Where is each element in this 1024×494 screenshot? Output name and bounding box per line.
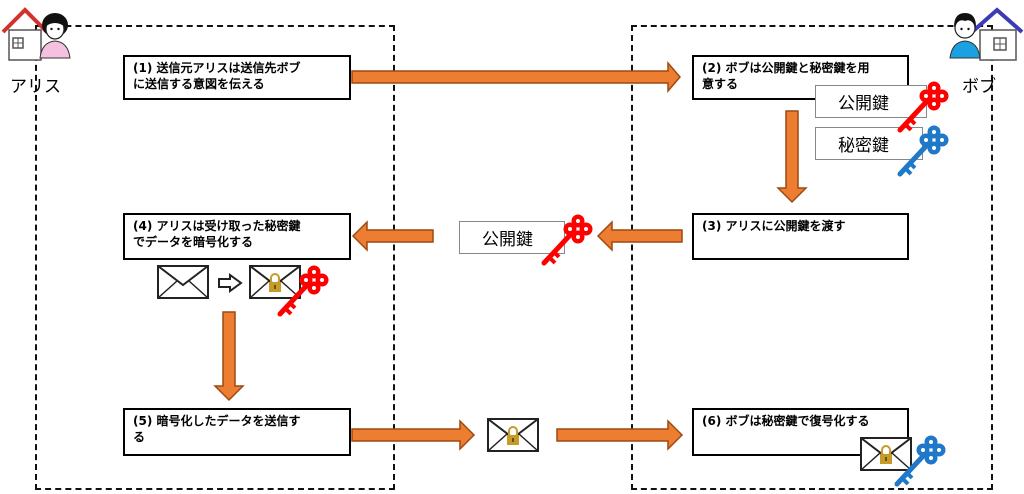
step-4-box: (4) アリスは受け取った秘密鍵 でデータを暗号化する (123, 213, 351, 260)
plain-envelope-icon (157, 265, 209, 299)
arrow-step4-to-step5 (213, 311, 245, 402)
alice-label: アリス (10, 77, 61, 97)
bob-region (631, 25, 993, 490)
alice-region (35, 25, 395, 490)
hollow-right-arrow-icon (218, 273, 243, 293)
public-key-icon-transfer (540, 211, 592, 267)
arrow-key-to-step4 (351, 220, 434, 252)
secret-key-label-bob: 秘密鍵 (815, 127, 923, 160)
locked-envelope-icon-transfer (487, 418, 539, 452)
secret-key-icon-bob (896, 122, 948, 178)
step-3-box: (3) アリスに公開鍵を渡す (692, 213, 909, 260)
public-key-label-transfer: 公開鍵 (459, 221, 565, 254)
arrow-envelope-to-step6 (556, 419, 684, 451)
public-key-icon-step4 (276, 262, 328, 318)
locked-envelope-icon-step6 (860, 437, 912, 471)
bob-house-person-icon (949, 7, 1024, 61)
secret-key-icon-step6 (893, 432, 945, 488)
locked-envelope-icon-step4 (249, 265, 301, 299)
alice-house-person-icon (1, 7, 71, 61)
arrow-step2-to-step3 (776, 110, 808, 204)
step-5-box: (5) 暗号化したデータを送信す る (123, 408, 351, 456)
arrow-step1-to-step2 (351, 60, 681, 94)
arrow-step3-to-key (596, 220, 683, 252)
arrow-step5-to-envelope (351, 419, 476, 451)
step-1-box: (1) 送信元アリスは送信先ボブ に送信する意図を伝える (123, 55, 351, 100)
bob-label: ボブ (962, 77, 996, 97)
